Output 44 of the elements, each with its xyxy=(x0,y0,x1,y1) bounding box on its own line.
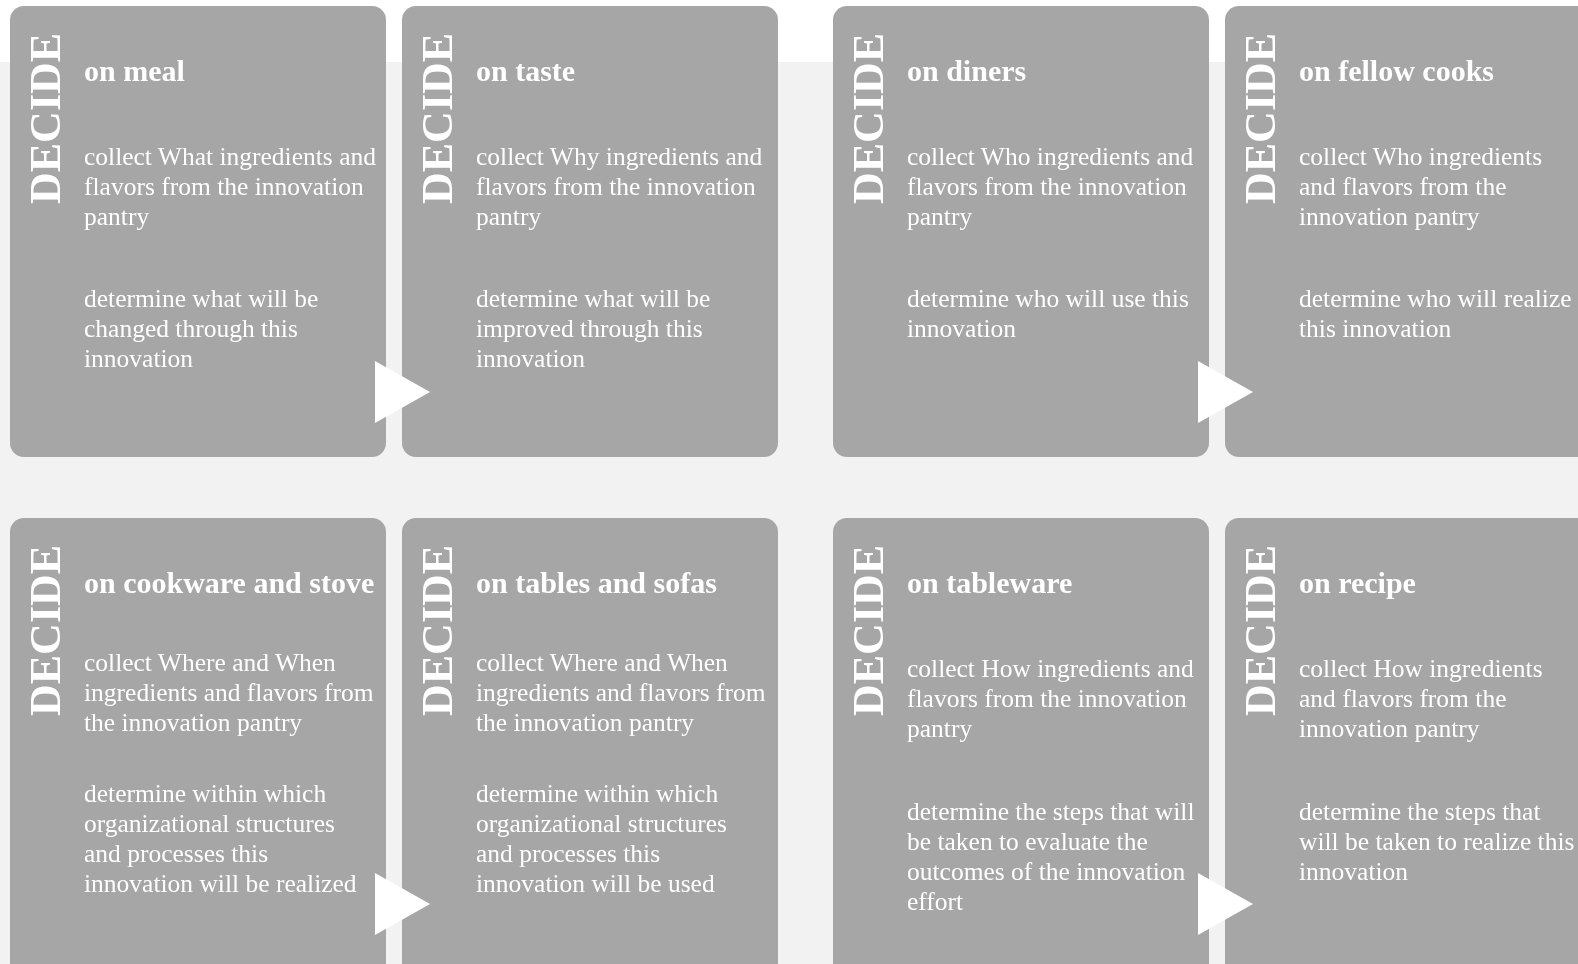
card-text: collect Who ingredients and flavors from the innovation pantry xyxy=(907,142,1195,232)
step-card xyxy=(1225,518,1578,964)
card-text: determine what will be changed through this innovation xyxy=(84,284,320,374)
vertical-label: DECIDE xyxy=(416,544,460,716)
card-text: collect How ingredients and flavors from the innovation pantry xyxy=(907,654,1195,744)
vertical-label: DECIDE xyxy=(1239,544,1283,716)
step-card xyxy=(1225,6,1578,457)
card-text: determine within which organizational structures and processes this innovation will be used xyxy=(476,779,728,899)
card-text: determine what will be improved through this innovation xyxy=(476,284,712,374)
step-card xyxy=(833,518,1209,964)
vertical-label: DECIDE xyxy=(24,544,68,716)
card-text: determine the steps that will be taken to evaluate the outcomes of the innovation effort xyxy=(907,797,1196,917)
card-heading: on diners xyxy=(907,53,1028,88)
step-card xyxy=(402,6,778,457)
card-text: collect How ingredients and flavors from the innovation pantry xyxy=(1299,654,1544,744)
card-text: collect Who ingredients and flavors from the innovation pantry xyxy=(1299,142,1544,232)
card-text: determine who will realize this innovation xyxy=(1299,284,1573,344)
vertical-label: DECIDE xyxy=(847,544,891,716)
step-card xyxy=(10,518,386,964)
arrow xyxy=(1198,873,1253,935)
card-text: determine within which organizational structures and processes this innovation will be realized xyxy=(84,779,358,899)
arrow xyxy=(1198,361,1253,423)
card-heading: on tableware xyxy=(907,565,1074,600)
card-heading: on cookware and stove xyxy=(84,565,376,600)
step-card xyxy=(402,518,778,964)
arrow xyxy=(375,873,430,935)
card-heading: on taste xyxy=(476,53,577,88)
card-heading: on recipe xyxy=(1299,565,1417,600)
card-text: collect What ingredients and flavors from the innovation pantry xyxy=(84,142,376,232)
card-text: determine who will use this innovation xyxy=(907,284,1190,344)
card-text: collect Why ingredients and flavors from the innovation pantry xyxy=(476,142,764,232)
vertical-label: DECIDE xyxy=(847,32,891,204)
step-card xyxy=(833,6,1209,457)
card-heading: on tables and sofas xyxy=(476,565,718,600)
card-text: collect Where and When ingredients and flavors from the innovation pantry xyxy=(476,648,767,738)
vertical-label: DECIDE xyxy=(24,32,68,204)
step-card xyxy=(10,6,386,457)
vertical-label: DECIDE xyxy=(1239,32,1283,204)
card-text: determine the steps that will be taken to realize this innovation xyxy=(1299,797,1576,887)
card-heading: on fellow cooks xyxy=(1299,53,1495,88)
card-heading: on meal xyxy=(84,53,186,88)
vertical-label: DECIDE xyxy=(416,32,460,204)
arrow xyxy=(375,361,430,423)
card-text: collect Where and When ingredients and flavors from the innovation pantry xyxy=(84,648,375,738)
